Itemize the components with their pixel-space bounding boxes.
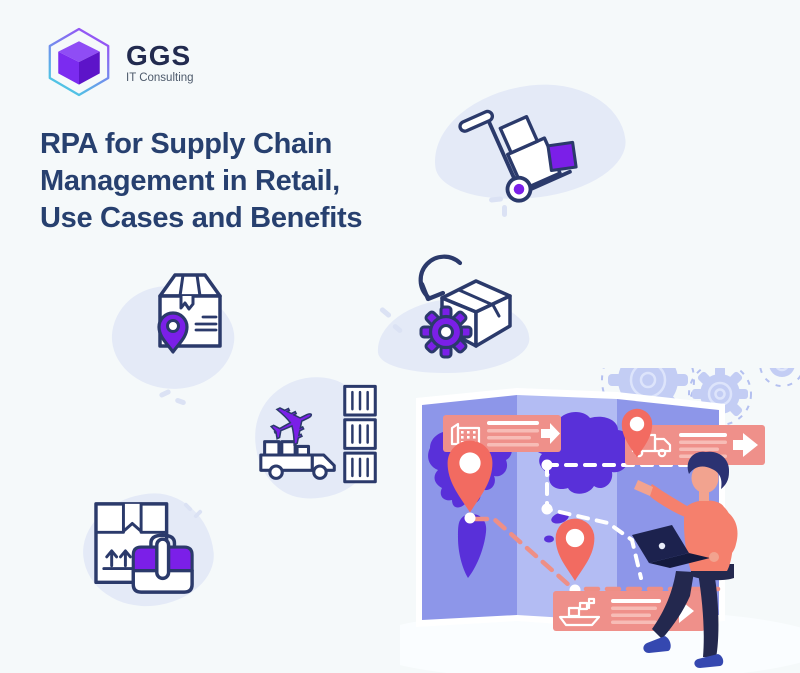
company-logo: GGS IT Consulting [46, 26, 194, 98]
laptop-icon [632, 525, 710, 568]
route-waypoint [541, 503, 553, 515]
route-dashed-white [545, 463, 643, 580]
truck-card [625, 425, 765, 465]
decor-dash [158, 388, 172, 399]
truck-icon [259, 440, 336, 480]
logo-tagline: IT Consulting [126, 71, 194, 84]
decor-dash [378, 306, 393, 319]
plane-truck-containers-icon: ✈ [257, 384, 377, 484]
cargo-ship-icon [558, 597, 601, 627]
location-pin-icon [447, 440, 493, 513]
title-line-2: Management in Retail, [40, 165, 340, 197]
map-logistics-illustration [400, 368, 800, 673]
man-with-laptop-pointing-icon [632, 451, 738, 668]
package-location-pin-icon [157, 273, 222, 354]
page-title: RPA for Supply Chain Management in Retai… [40, 126, 460, 237]
route-waypoint [541, 459, 553, 471]
route-dashed-salmon [472, 516, 573, 589]
box-briefcase-icon [94, 502, 194, 594]
arrow-right-icon [733, 433, 758, 457]
title-line-1: RPA for Supply Chain [40, 128, 333, 160]
route-waypoint [464, 512, 476, 524]
gear-icon [419, 305, 473, 359]
hexagon-cube-logo-icon [48, 27, 110, 97]
location-pin-icon [157, 311, 189, 354]
decor-dash [174, 397, 187, 406]
box-gear-arrow-icon [418, 254, 512, 359]
map-location-pins [447, 408, 653, 581]
location-pin-icon [555, 518, 595, 581]
arrow-right-icon [541, 423, 560, 444]
containers-icon [343, 384, 377, 484]
title-line-3: Use Cases and Benefits [40, 202, 363, 234]
hand-truck-with-boxes-icon [458, 109, 578, 203]
this-side-up-icon [102, 549, 135, 571]
logo-company-name: GGS [126, 39, 192, 71]
location-pin-icon [621, 408, 653, 458]
decor-dash [502, 205, 507, 217]
briefcase-icon [131, 533, 194, 594]
